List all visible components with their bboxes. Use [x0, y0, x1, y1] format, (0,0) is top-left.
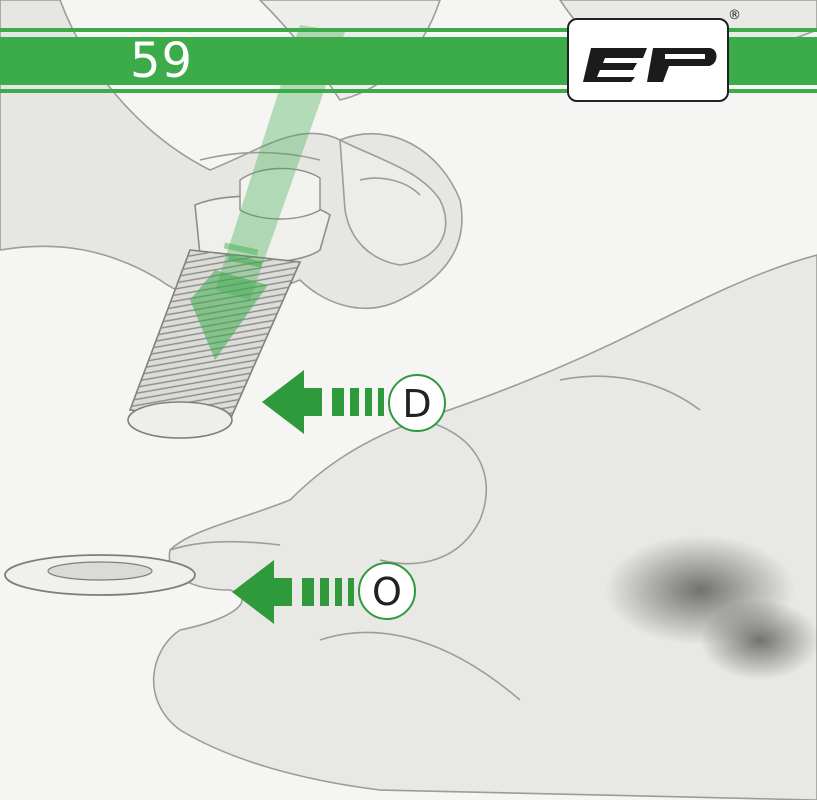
callout-d-letter: D	[390, 380, 444, 428]
left-arrow-icon	[262, 368, 392, 438]
callout-o-circle: O	[358, 562, 416, 620]
callout-d: D	[262, 368, 452, 438]
ep-logo-mark	[569, 20, 727, 100]
ep-logo	[567, 18, 729, 102]
left-arrow-icon	[232, 558, 362, 628]
washer-sketch	[5, 555, 195, 595]
callout-o-letter: O	[360, 568, 414, 616]
registered-mark: ®	[728, 8, 741, 23]
callout-o: O	[232, 558, 422, 628]
callout-d-circle: D	[388, 374, 446, 432]
step-number: 59	[130, 33, 193, 89]
